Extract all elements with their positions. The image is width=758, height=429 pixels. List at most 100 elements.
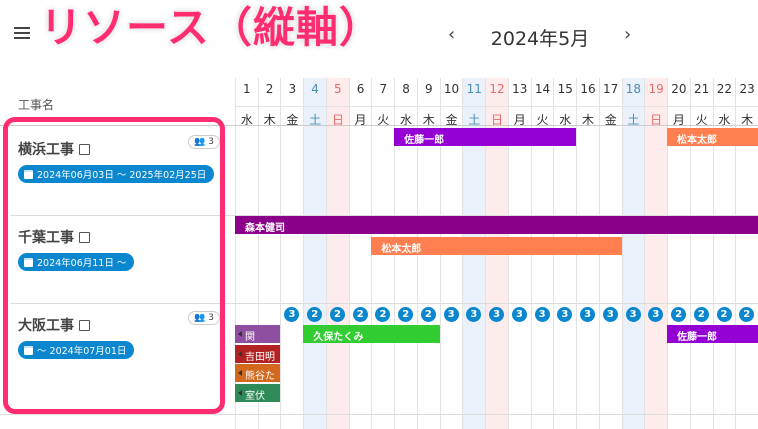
weekday: 金 <box>281 106 304 128</box>
day-number: 13 <box>512 82 528 96</box>
daily-count-badge: 2 <box>739 307 755 322</box>
project-name[interactable]: 横浜工事 <box>18 142 74 158</box>
day-number: 22 <box>716 82 733 96</box>
daily-count-badge: 3 <box>511 307 527 322</box>
header-divider <box>0 125 758 126</box>
assignment-bar[interactable]: 久保たくみ <box>303 325 440 343</box>
day-number: 5 <box>334 82 342 96</box>
hamburger-icon[interactable] <box>14 27 30 39</box>
daily-count-badge: 3 <box>284 307 300 322</box>
daily-count-badge: 3 <box>466 307 482 322</box>
daily-count-badge: 3 <box>648 307 664 322</box>
weekday: 月 <box>508 106 531 128</box>
weekday: 土 <box>463 106 486 128</box>
project-name[interactable]: 大阪工事 <box>18 318 74 334</box>
weekday: 月 <box>349 106 372 128</box>
daily-count-badge: 2 <box>671 307 687 322</box>
project-card[interactable]: 大阪工事 ～ 2024年07月01日 👥 3 <box>10 305 222 391</box>
weekday: 日 <box>486 106 508 128</box>
period-text: 2024年06月03日 ～ 2025年02月25日 <box>37 170 207 181</box>
assignment-bar[interactable]: 佐藤一郎 <box>667 325 758 343</box>
day-number: 3 <box>288 82 297 96</box>
weekday: 水 <box>713 106 736 128</box>
calendar-icon <box>24 346 33 355</box>
day-number: 10 <box>443 82 460 96</box>
project-card[interactable]: 横浜工事 2024年06月03日 ～ 2025年02月25日 👥 3 <box>10 129 222 215</box>
daily-count-badge: 3 <box>580 307 596 322</box>
day-column: 22 水 <box>712 78 736 429</box>
weekday: 水 <box>236 106 258 128</box>
day-number: 15 <box>557 82 573 96</box>
day-number: 12 <box>489 82 505 96</box>
row-divider <box>0 414 758 415</box>
weekday: 水 <box>395 106 417 128</box>
daily-count-badge: 2 <box>375 307 391 322</box>
row-divider <box>10 303 758 304</box>
external-link-icon[interactable] <box>79 144 90 155</box>
daily-count-badge: 2 <box>693 307 709 322</box>
weekday: 火 <box>531 106 554 128</box>
project-name[interactable]: 千葉工事 <box>18 230 74 246</box>
daily-count-badge: 3 <box>557 307 573 322</box>
month-title: 2024年5月 <box>490 28 590 50</box>
weekday: 火 <box>690 106 713 128</box>
member-count: 3 <box>208 137 214 147</box>
overlay-caption: リソース（縦軸） <box>39 2 383 54</box>
day-number: 18 <box>625 82 642 96</box>
daily-count-badge: 3 <box>534 307 550 322</box>
daily-count-badge: 3 <box>602 307 618 322</box>
assignment-bar-continued[interactable]: 室伏 <box>235 383 280 402</box>
people-icon: 👥 <box>194 313 206 323</box>
assignment-bar[interactable]: 松本太郎 <box>667 128 758 146</box>
day-number: 2 <box>265 82 274 96</box>
member-count-badge[interactable]: 👥 3 <box>188 311 220 325</box>
next-month-button[interactable]: › <box>624 24 632 45</box>
assignment-bar[interactable]: 佐藤一郎 <box>394 128 577 146</box>
calendar-icon <box>24 170 33 179</box>
weekday: 木 <box>736 106 758 128</box>
assignment-bar[interactable]: 松本太郎 <box>371 237 622 255</box>
calendar-icon <box>24 258 33 267</box>
daily-count-badge: 2 <box>398 307 414 322</box>
day-column: 23 木 <box>735 78 758 429</box>
weekday: 土 <box>622 106 645 128</box>
day-number: 4 <box>311 82 319 96</box>
column-header: 工事名 <box>18 98 55 112</box>
assignment-bar-continued[interactable]: 熊谷た <box>235 364 280 382</box>
day-number: 17 <box>603 82 619 96</box>
day-column: 21 火 <box>689 78 713 429</box>
daily-count-badge: 2 <box>716 307 732 322</box>
day-number: 16 <box>580 82 596 96</box>
weekday: 金 <box>440 106 463 128</box>
weekday: 土 <box>304 106 326 128</box>
daily-count-badge: 3 <box>443 307 459 322</box>
day-number: 21 <box>694 82 710 96</box>
day-number: 14 <box>534 82 551 96</box>
weekday: 月 <box>668 106 690 128</box>
assignment-bar[interactable]: 森本健司 <box>235 216 758 234</box>
day-number: 23 <box>739 82 755 96</box>
resource-axis-highlight <box>3 117 225 414</box>
prev-month-button[interactable]: ‹ <box>448 24 456 45</box>
day-number: 9 <box>424 82 433 96</box>
daily-count-badge: 3 <box>625 307 641 322</box>
member-count-badge[interactable]: 👥 3 <box>188 135 220 149</box>
external-link-icon[interactable] <box>79 320 90 331</box>
external-link-icon[interactable] <box>79 232 90 243</box>
period-badge: ～ 2024年07月01日 <box>18 341 135 359</box>
day-number: 11 <box>466 82 482 96</box>
assignment-bar-continued[interactable]: 関 <box>235 325 280 343</box>
daily-count-badge: 2 <box>420 307 436 322</box>
daily-count-badge: 2 <box>329 307 345 322</box>
daily-count-badge: 3 <box>489 307 505 322</box>
project-card[interactable]: 千葉工事 2024年06月11日 ～ <box>10 217 222 303</box>
daily-count-badge: 2 <box>352 307 368 322</box>
period-badge: 2024年06月11日 ～ <box>18 253 135 271</box>
assignment-bar-continued[interactable]: 吉田明 <box>235 344 280 363</box>
